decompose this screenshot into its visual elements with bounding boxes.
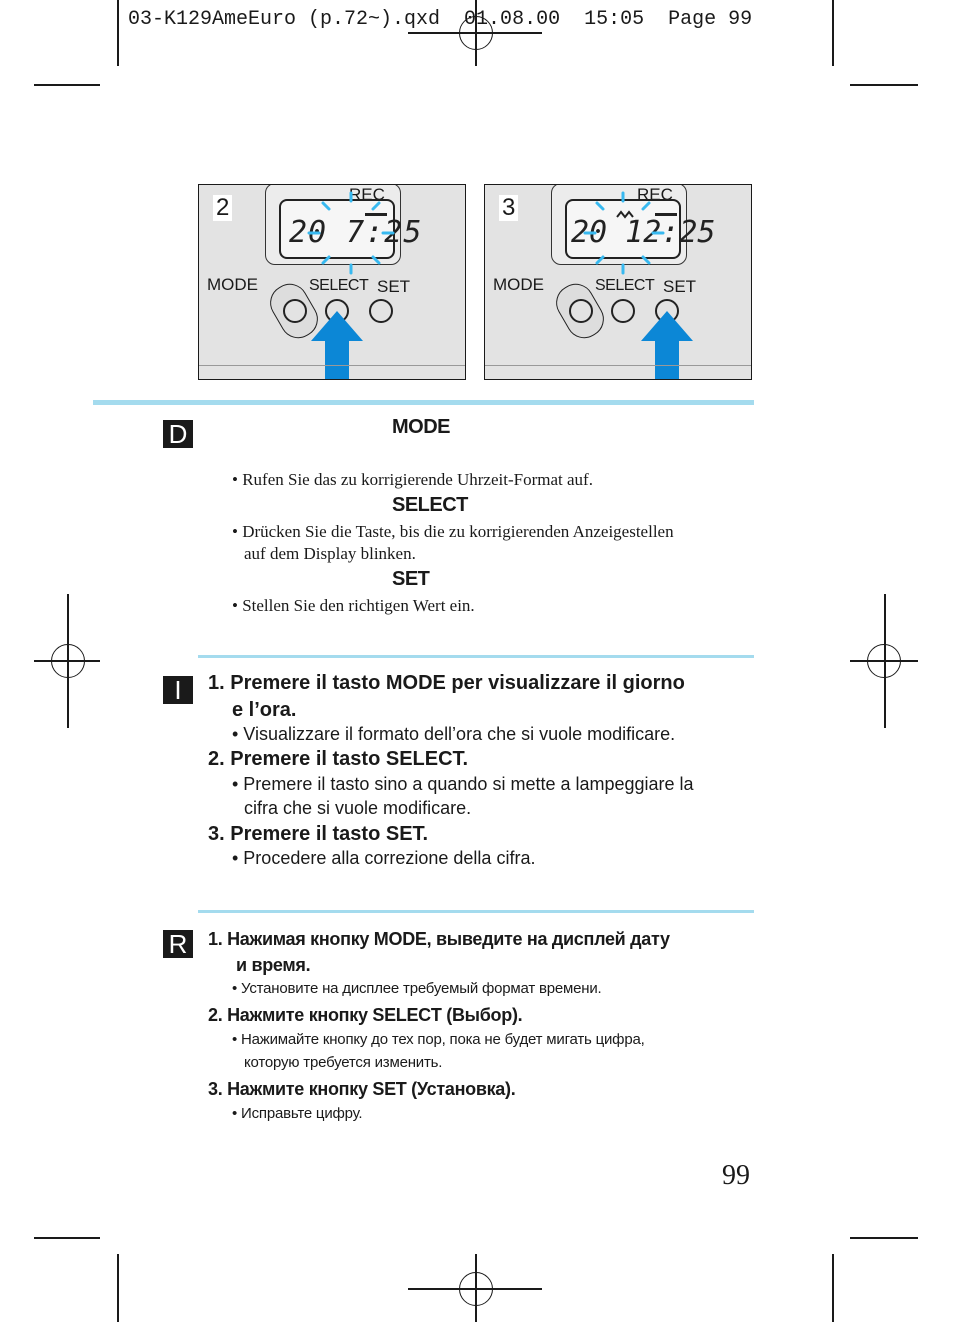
panel-edge xyxy=(485,365,751,366)
german-step2-bullet-2: auf dem Display blinken. xyxy=(244,544,416,563)
russian-step2-bullet-1: • Нажимайте кнопку до тех пор, пока не б… xyxy=(232,1031,645,1048)
camera-panel-step-2: 2 REC 20 7:25 MODE SELECT SET xyxy=(198,184,466,380)
russian-step2-heading: 2. Нажмите кнопку SELECT (Выбор). xyxy=(208,1005,523,1025)
italian-step3-bullet: • Procedere alla correzione della cifra. xyxy=(232,848,536,868)
crop-mark xyxy=(832,0,834,66)
section-divider-russian xyxy=(198,910,754,913)
german-step2-key: SELECT xyxy=(392,494,468,516)
italian-step1-line1: 1. Premere il tasto MODE per visualizzar… xyxy=(208,672,685,694)
italian-step2-heading: 2. Premere il tasto SELECT. xyxy=(208,748,469,770)
crop-mark xyxy=(832,1254,834,1322)
crop-mark xyxy=(117,1254,119,1322)
set-label: SET xyxy=(663,277,697,296)
crop-mark xyxy=(117,0,119,66)
mode-button xyxy=(569,299,593,323)
crop-mark xyxy=(34,1237,100,1239)
select-button xyxy=(611,299,635,323)
german-step1-key: MODE xyxy=(392,416,451,438)
russian-step3-bullet: • Исправьте цифру. xyxy=(232,1105,363,1122)
mode-button xyxy=(283,299,307,323)
italian-step1-bullet: • Visualizzare il formato dell’ora che s… xyxy=(232,724,676,744)
russian-step3-heading: 3. Нажмите кнопку SET (Установка). xyxy=(208,1079,516,1099)
arrow-up-icon xyxy=(311,311,363,379)
arrow-up-icon xyxy=(641,311,693,379)
mode-label: MODE xyxy=(493,275,544,294)
lcd-display xyxy=(565,199,681,259)
section-divider-italian xyxy=(198,655,754,658)
crop-mark xyxy=(34,84,100,86)
language-flag-russian: R xyxy=(163,930,193,958)
flash-rays-icon xyxy=(583,191,677,275)
german-step2-bullet-1: • Drücken Sie die Taste, bis die zu korr… xyxy=(232,522,674,541)
crop-mark xyxy=(850,1237,918,1239)
russian-step2-bullet-2: которую требуется изменить. xyxy=(244,1054,443,1071)
language-flag-german: D xyxy=(163,420,193,448)
step-number: 3 xyxy=(499,195,519,221)
italian-step1-line2: e l’ora. xyxy=(232,699,297,721)
language-flag-italian: I xyxy=(163,676,193,704)
italian-step2-bullet-1: • Premere il tasto sino a quando si mett… xyxy=(232,774,694,794)
set-button xyxy=(369,299,393,323)
panel-edge xyxy=(199,365,465,366)
page-number: 99 xyxy=(722,1160,750,1191)
flash-rays-icon xyxy=(307,191,395,275)
german-step3-bullet: • Stellen Sie den richtigen Wert ein. xyxy=(232,596,475,615)
step-number: 2 xyxy=(213,195,233,221)
german-step1-bullet: • Rufen Sie das zu korrigierende Uhrzeit… xyxy=(232,470,593,489)
file-header: 03-K129AmeEuro (p.72~).qxd 01.08.00 15:0… xyxy=(128,8,753,31)
italian-step3-heading: 3. Premere il tasto SET. xyxy=(208,823,429,845)
lcd-display xyxy=(279,199,395,259)
mode-label: MODE xyxy=(207,275,258,294)
select-label: SELECT xyxy=(309,277,369,294)
section-divider-german xyxy=(93,400,754,405)
crop-mark xyxy=(850,84,918,86)
german-step3-key: SET xyxy=(392,568,430,590)
select-label: SELECT xyxy=(595,277,655,294)
italian-step2-bullet-2: cifra che si vuole modificare. xyxy=(244,798,472,818)
russian-step1-line2: и время. xyxy=(236,955,311,975)
russian-step1-bullet: • Установите на дисплее требуемый формат… xyxy=(232,980,602,997)
camera-panel-step-3: 3 REC 20 12:25 MODE SELECT SET xyxy=(484,184,752,380)
russian-step1-line1: 1. Нажимая кнопку MODE, выведите на дисп… xyxy=(208,929,670,949)
set-label: SET xyxy=(377,277,411,296)
